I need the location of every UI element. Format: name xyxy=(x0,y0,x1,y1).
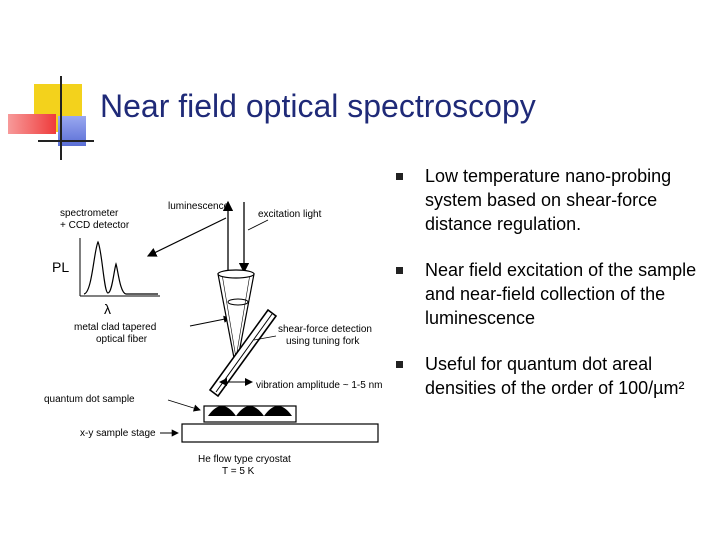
qd-sample-pointer-arrow xyxy=(167,399,201,412)
bullet-item: Useful for quantum dot areal densities o… xyxy=(392,352,712,400)
square-bullet-icon xyxy=(396,361,403,368)
ccd-detector-label: + CCD detector xyxy=(60,220,130,231)
shear-pointer-line xyxy=(253,335,277,341)
lambda-label: λ xyxy=(104,301,111,317)
fiber-top-opening xyxy=(217,269,255,279)
quantum-dot-1 xyxy=(208,406,236,416)
cryostat-label: He flow type cryostat xyxy=(198,454,291,465)
square-bullet-icon xyxy=(396,173,403,180)
xy-stage-block xyxy=(181,423,379,443)
vibration-label: vibration amplitude ~ 1-5 nm xyxy=(256,380,382,391)
pl-spectrum-curve xyxy=(83,240,158,295)
qd-sample-label: quantum dot sample xyxy=(44,394,135,405)
spectrometer-label: spectrometer xyxy=(60,208,119,219)
excitation-light-label: excitation light xyxy=(258,209,322,220)
quantum-dot-3 xyxy=(264,406,292,416)
bullet-item: Near field excitation of the sample and … xyxy=(392,258,712,330)
nsom-setup-diagram: luminescence excitation light spectromet… xyxy=(44,200,382,477)
slide-title: Near field optical spectroscopy xyxy=(100,88,536,124)
quantum-dot-2 xyxy=(236,406,264,416)
shear-force-label-line1: shear-force detection xyxy=(278,324,372,335)
excitation-pointer-line xyxy=(247,219,269,231)
fiber-label-line1: metal clad tapered xyxy=(74,322,156,333)
temperature-label: T = 5 K xyxy=(222,466,255,477)
fiber-core-line xyxy=(235,273,251,359)
deco-vertical-line xyxy=(60,76,62,160)
xy-stage-label: x-y sample stage xyxy=(80,428,156,439)
bullet-text: Useful for quantum dot areal densities o… xyxy=(425,354,685,398)
fiber-mid-ring xyxy=(227,298,249,306)
square-bullet-icon xyxy=(396,267,403,274)
deco-horizontal-line xyxy=(38,140,94,142)
luminescence-to-spectrometer-arrow xyxy=(146,217,227,257)
pl-axis-label: PL xyxy=(52,259,69,275)
deco-red-bar xyxy=(8,114,56,134)
fiber-pointer-arrow xyxy=(189,315,231,327)
luminescence-label: luminescence xyxy=(168,201,230,212)
bullet-text: Low temperature nano-probing system base… xyxy=(425,166,672,234)
bullet-text: Near field excitation of the sample and … xyxy=(425,260,697,328)
shear-force-label-line2: using tuning fork xyxy=(286,336,360,347)
fiber-core-line xyxy=(221,273,237,359)
bullet-item: Low temperature nano-probing system base… xyxy=(392,164,712,236)
bullet-list: Low temperature nano-probing system base… xyxy=(392,164,712,422)
fiber-label-line2: optical fiber xyxy=(96,334,148,345)
